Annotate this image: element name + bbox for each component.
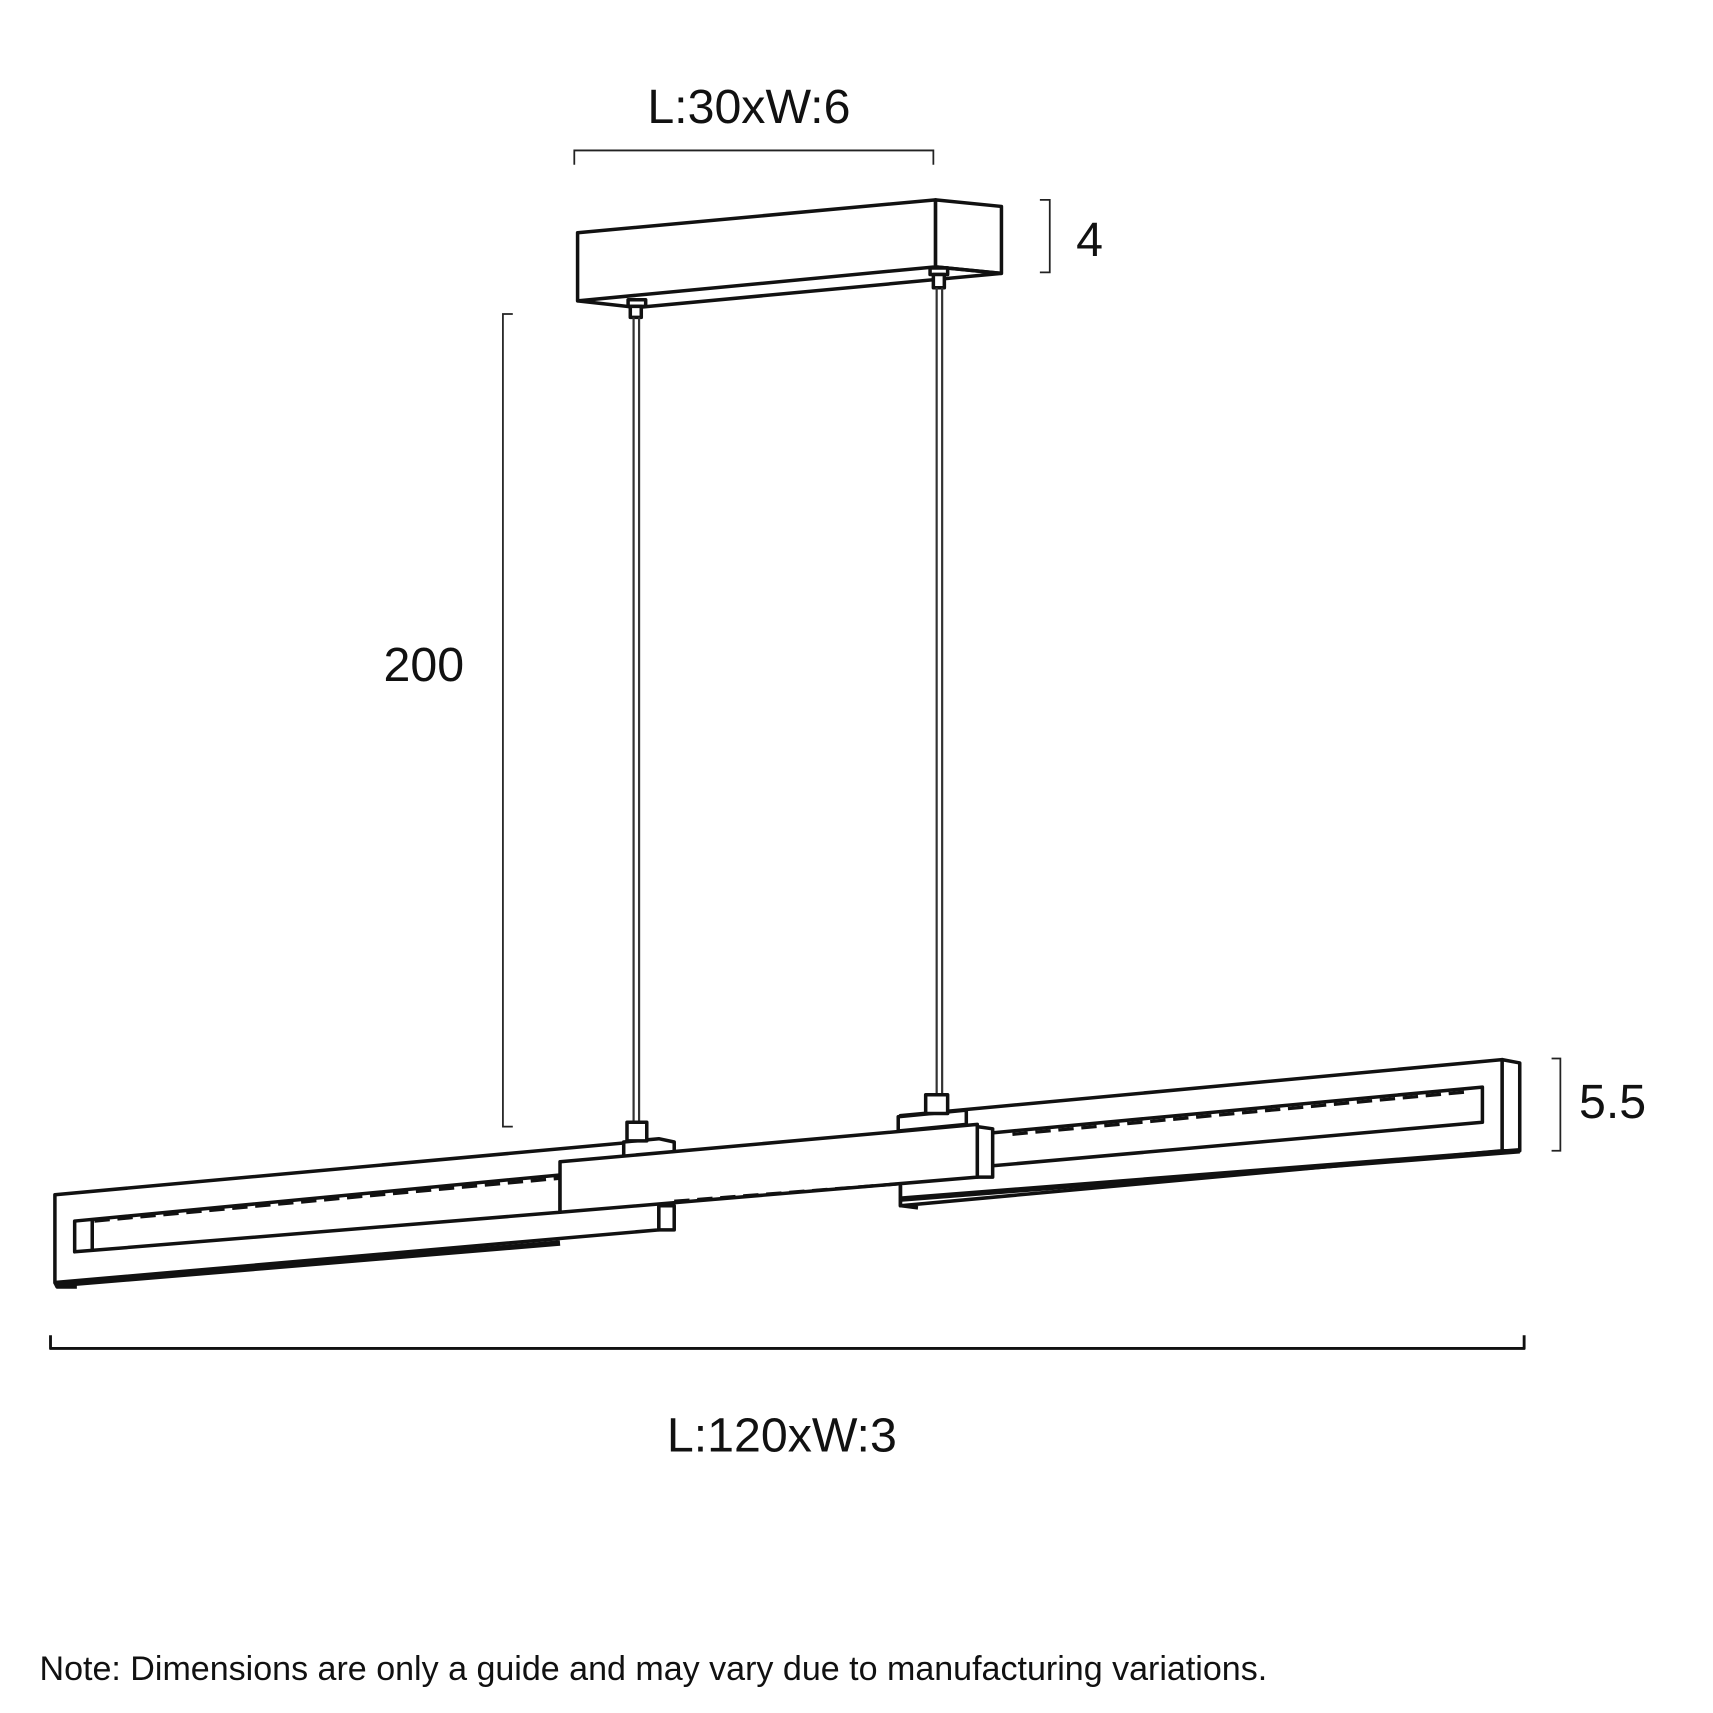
drop-length-bracket xyxy=(502,313,513,1128)
ceiling-canopy xyxy=(575,198,1004,320)
right-arm-bottom-edge xyxy=(900,1148,1520,1202)
canopy-width-bracket xyxy=(573,149,935,165)
fixture-right-arm xyxy=(898,1057,1522,1208)
fixture-dimension-label: L:120xW:3 xyxy=(667,1409,897,1463)
canopy-dimension-label: L:30xW:6 xyxy=(647,80,850,134)
drop-length-dimension: 200 xyxy=(384,313,513,1128)
dimensions-note: Note: Dimensions are only a guide and ma… xyxy=(40,1650,1268,1688)
drop-length-label: 200 xyxy=(384,638,465,692)
left-arm-joint xyxy=(657,1203,676,1232)
canopy-width-dimension: L:30xW:6 xyxy=(573,80,935,165)
canopy-height-dimension: 4 xyxy=(1039,198,1103,274)
canopy-grip-left-collar xyxy=(628,304,644,320)
centre-block-face xyxy=(558,1122,980,1215)
right-arm-joint xyxy=(975,1124,995,1179)
right-arm-end-face xyxy=(1500,1057,1522,1153)
canopy-side-face xyxy=(933,198,1004,276)
fixture-centre-block xyxy=(558,1093,995,1232)
left-arm-bottom-edge xyxy=(56,1240,561,1288)
centre-led-strip xyxy=(674,1182,901,1203)
fixture-left-arm xyxy=(53,1138,661,1289)
right-mount-grip-icon xyxy=(923,1093,950,1116)
fixture-height-bracket xyxy=(1551,1057,1562,1152)
left-arm-bottom-lip xyxy=(53,1281,77,1289)
suspension-cables xyxy=(632,287,944,1123)
left-mount-grip-icon xyxy=(625,1120,649,1143)
fixture-height-label: 5.5 xyxy=(1579,1075,1646,1129)
canopy-height-bracket xyxy=(1039,198,1051,274)
canopy-grip-right-collar xyxy=(931,272,947,290)
fixture-length-dimension: L:120xW:3 xyxy=(49,1335,1526,1463)
fixture-length-bracket xyxy=(49,1335,1526,1350)
right-arm-lip xyxy=(898,1185,919,1210)
fixture-height-dimension: 5.5 xyxy=(1551,1057,1646,1152)
left-slot-led-strip xyxy=(94,1176,561,1223)
right-slot-led-strip xyxy=(1012,1089,1472,1136)
canopy-height-label: 4 xyxy=(1076,213,1103,267)
